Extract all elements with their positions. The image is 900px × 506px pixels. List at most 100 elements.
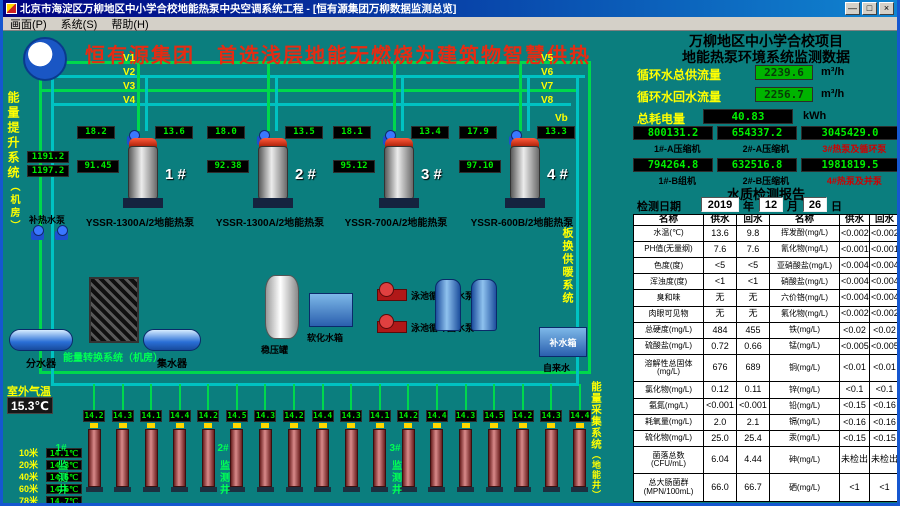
return-value-cell: 无 <box>736 289 770 307</box>
pump-temp-in-display: 13.5 <box>285 126 323 139</box>
monitoring-well: 14.3 <box>540 384 563 502</box>
pipe <box>145 75 148 131</box>
counter-display: 3045429.0 <box>801 126 897 140</box>
heat-pump-unit[interactable]: 18.1 13.4 95.12 3 # YSSR-700A/2地能热泵 <box>333 126 461 234</box>
well-pipe <box>207 384 210 410</box>
depth-temp-display: 14.6℃ <box>46 483 82 494</box>
return-value-cell: 0.11 <box>736 381 770 399</box>
table-row: 硫酸盐(mg/L) 0.72 0.66 锰(mg/L) <0.005 <0.00… <box>633 337 897 355</box>
well-base <box>428 487 446 492</box>
return-value-cell: <0.15 <box>869 429 897 447</box>
heat-pump-unit[interactable]: 18.2 13.6 91.45 1 # YSSR-1300A/2地能热泵 <box>77 126 205 234</box>
well-temp-display: 14.2 <box>197 410 220 422</box>
return-value-cell: 4.44 <box>736 445 770 475</box>
param-name-cell: 氯化物(mg/L) <box>633 381 704 399</box>
param-name-cell: 总硬度(mg/L) <box>633 321 704 339</box>
supply-value-cell: 6.04 <box>703 445 737 475</box>
well-valve-icon <box>490 423 499 428</box>
return-value-cell: <1 <box>736 273 770 291</box>
company-name: 恒有源集团 <box>85 45 195 67</box>
pipe <box>51 103 571 106</box>
flow-return-row: 循环水回水流量 2256.7 m³/h <box>637 87 897 104</box>
menu-item[interactable]: 系统(S) <box>60 18 98 31</box>
well-pipe <box>435 384 438 410</box>
counter-label: 4#热泵及并泵 <box>826 176 882 186</box>
left-system-label: 能量提升系统（机房） <box>6 91 20 233</box>
return-value-cell: 25.4 <box>736 429 770 447</box>
menu-item[interactable]: 帮助(H) <box>111 18 149 31</box>
pipe <box>51 383 579 386</box>
well-temp-display: 14.4 <box>168 410 191 422</box>
maximize-button[interactable]: □ <box>862 2 877 15</box>
pool-supply-pump <box>377 282 407 301</box>
monitoring-well: 14.3 <box>340 384 363 502</box>
return-value-cell: 2.1 <box>736 413 770 431</box>
counter-label: 3#热泵及循环泵 <box>822 144 887 154</box>
power-display: 40.83 <box>703 109 793 124</box>
report-title: 水质检测报告 <box>726 187 805 202</box>
well-base <box>228 487 246 492</box>
table-row: 耗氧量(mg/L) 2.0 2.1 镉(mg/L) <0.16 <0.16 <box>633 413 897 431</box>
menu-item[interactable]: 画面(P) <box>10 18 47 31</box>
monitoring-well: 14.4 <box>311 384 334 502</box>
pool-return-pump <box>377 314 407 333</box>
well-base <box>256 487 274 492</box>
well-temp-display: 14.3 <box>454 410 477 422</box>
power-row: 总耗电量 40.83 kWh <box>637 109 897 126</box>
well-base <box>199 487 217 492</box>
param-name-cell: 水温(℃) <box>633 224 704 243</box>
well-pipe <box>378 384 381 410</box>
pump-model-label: YSSR-700A/2地能热泵 <box>344 218 448 229</box>
supply-value-cell: <0.001 <box>839 241 870 259</box>
table-row: 色度(度) <5 <5 亚硝酸盐(mg/L) <0.004 <0.004 <box>633 257 897 275</box>
well-valve-icon <box>518 423 527 428</box>
counter-display: 654337.2 <box>717 126 797 140</box>
well-valve-icon <box>232 423 241 428</box>
well-group-label-3: 3# 监测井 <box>389 443 401 496</box>
date-label: 检测日期 <box>637 201 681 213</box>
project-title-line2: 地能热泵环境系统监测数据 <box>682 49 850 65</box>
pipe <box>275 75 278 131</box>
param-name-cell: 汞(mg/L) <box>769 429 840 447</box>
return-value-cell: <0.1 <box>869 381 897 399</box>
tap-water-label: 自来水 <box>543 363 571 373</box>
flow-supply-label: 循环水总供流量 <box>637 68 722 82</box>
water-distributor <box>9 329 73 351</box>
heat-pump-unit[interactable]: 17.9 13.3 97.10 4 # YSSR-600B/2地能热泵 <box>459 126 587 234</box>
date-year-field[interactable]: 2019 <box>701 197 739 212</box>
param-name-cell: 铅(mg/L) <box>769 397 840 415</box>
well-column <box>144 429 158 487</box>
pipe <box>137 61 140 131</box>
heat-pump-unit[interactable]: 18.0 13.5 92.38 2 # YSSR-1300A/2地能热泵 <box>207 126 335 234</box>
monitoring-well: 14.2 <box>511 384 534 502</box>
pump-top-cap <box>259 138 287 148</box>
well-pipe <box>321 384 324 410</box>
well-pipe <box>550 384 553 410</box>
return-value-cell: <0.005 <box>869 337 897 355</box>
well-pipe <box>521 384 524 410</box>
valve-label: V6 <box>541 67 554 78</box>
minimize-button[interactable]: — <box>845 2 860 15</box>
pump-number: 3 # <box>421 166 442 183</box>
param-name-cell: 六价铬(mg/L) <box>769 289 840 307</box>
well-valve-icon <box>404 423 413 428</box>
power-label: 总耗电量 <box>637 112 686 126</box>
well-temp-display: 14.2 <box>511 410 534 422</box>
power-unit: kWh <box>803 110 827 122</box>
supply-value-cell: 2.0 <box>703 413 737 431</box>
close-button[interactable]: × <box>879 2 894 15</box>
depth-temp-display: 14.3℃ <box>46 459 82 470</box>
well-temp-display: 14.1 <box>368 410 391 422</box>
date-month-field[interactable]: 12 <box>759 197 783 212</box>
counter-label: 2#-A压缩机 <box>742 144 790 154</box>
date-day-field[interactable]: 26 <box>803 197 827 212</box>
param-name-cell: 氟化物(mg/L) <box>769 305 840 323</box>
param-name-cell: 硝酸盐(mg/L) <box>769 273 840 291</box>
pipe <box>39 89 579 92</box>
monitoring-well: 14.4 <box>168 384 191 502</box>
param-name-cell: 肉眼可见物 <box>633 305 704 323</box>
depth-row: 78米 14.7℃ <box>19 495 82 503</box>
well-temp-display: 14.1 <box>140 410 163 422</box>
pump-model-label: YSSR-1300A/2地能热泵 <box>85 218 195 229</box>
depth-row: 20米 14.3℃ <box>19 459 82 470</box>
